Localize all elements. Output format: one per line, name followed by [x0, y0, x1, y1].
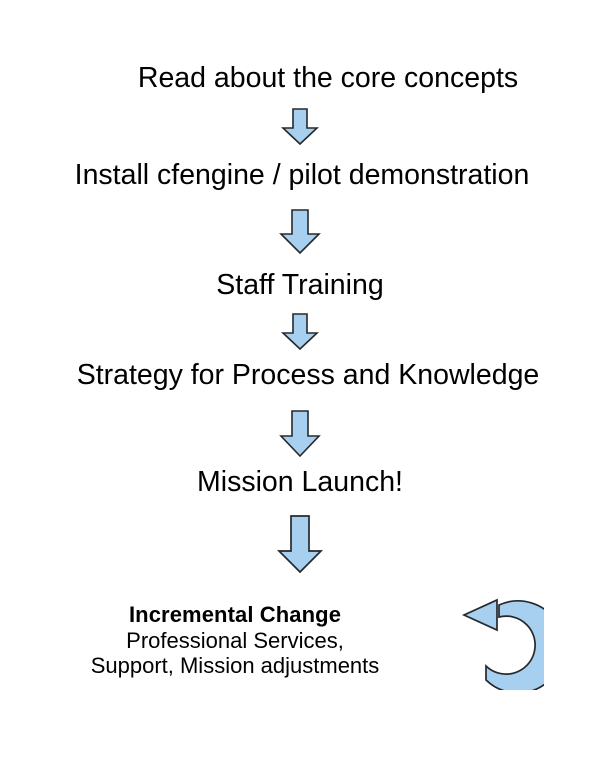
- final-step-title: Incremental Change: [128, 602, 342, 627]
- connector-arrow-3: [0, 313, 600, 351]
- connector-arrow-1: [0, 108, 600, 146]
- connector-arrow-5: [0, 515, 600, 575]
- flow-step-read-about-core-concepts: Read about the core concepts: [137, 62, 519, 94]
- down-arrow-icon: [0, 209, 600, 255]
- down-arrow-icon: [0, 515, 600, 575]
- connector-arrow-2: [0, 209, 600, 255]
- down-arrow-icon: [0, 410, 600, 458]
- final-step-line-1: Professional Services,: [126, 627, 344, 653]
- final-step-line-2: Support, Mission adjustments: [90, 653, 380, 679]
- flow-step-strategy-for-process-and-knowledge: Strategy for Process and Knowledge: [76, 359, 540, 391]
- connector-arrow-4: [0, 410, 600, 458]
- flow-step-mission-launch: Mission Launch!: [197, 466, 403, 498]
- flow-step-incremental-change: Incremental Change Professional Services…: [0, 602, 470, 679]
- curved-loop-arrow-icon: [460, 594, 544, 690]
- flow-step-staff-training: Staff Training: [216, 269, 384, 301]
- down-arrow-icon: [0, 108, 600, 146]
- flow-step-install-cfengine: Install cfengine / pilot demonstration: [74, 159, 530, 191]
- down-arrow-icon: [0, 313, 600, 351]
